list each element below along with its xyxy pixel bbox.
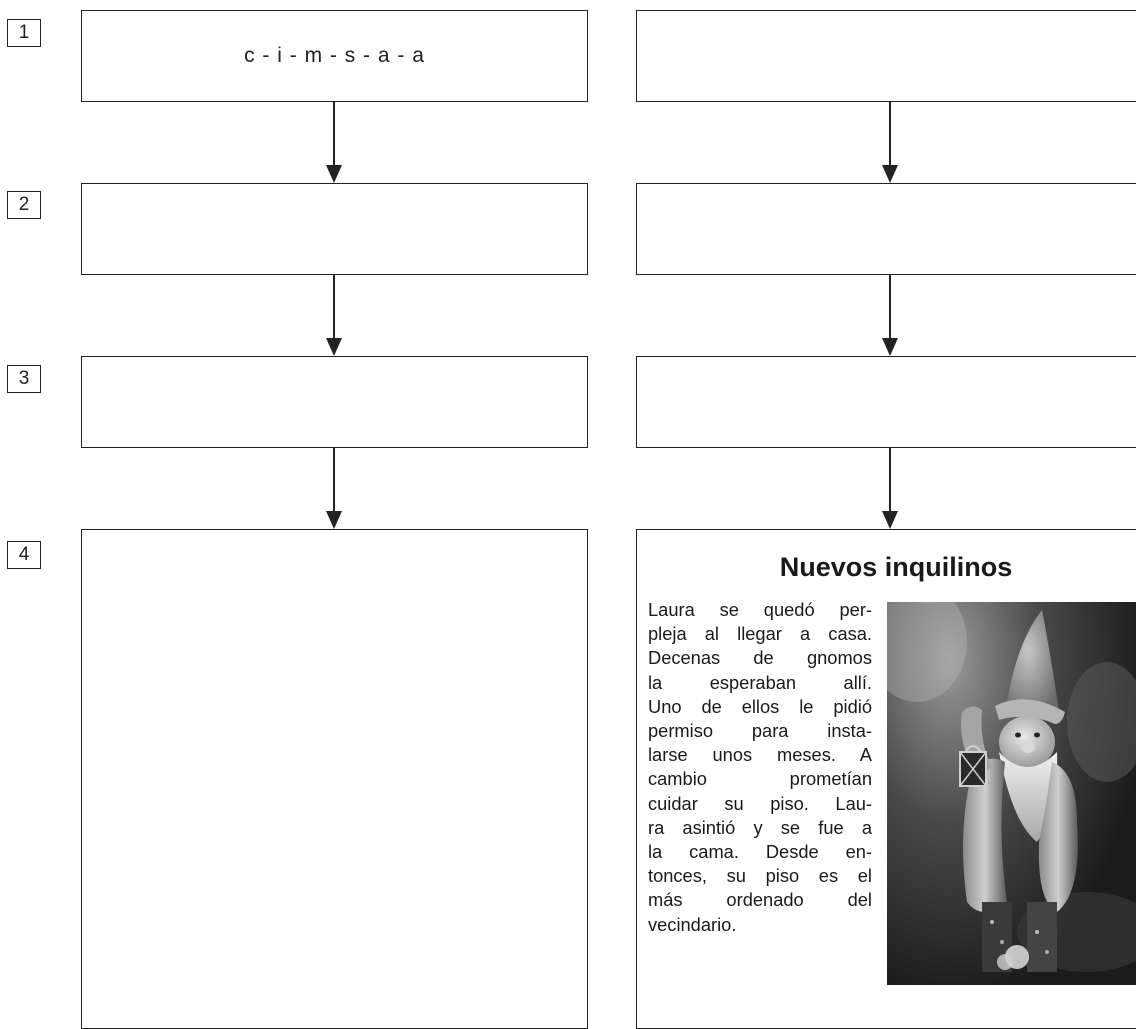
right-box-3[interactable] (636, 356, 1136, 448)
left-box-4[interactable] (81, 529, 588, 1029)
left-box-1[interactable]: c - i - m - s - a - a (81, 10, 588, 102)
story-line: ra asintió y se fue a (648, 816, 872, 838)
step-number-4: 4 (7, 541, 41, 569)
story-line: Decenas de gnomos (648, 647, 872, 669)
story-line: pleja al llegar a casa. (648, 623, 872, 645)
arrow-down-icon (880, 275, 900, 356)
left-box-2[interactable] (81, 183, 588, 275)
story-line: la cama. Desde en- (648, 841, 872, 863)
left-box-3[interactable] (81, 356, 588, 448)
letters-sequence: c - i - m - s - a - a (244, 44, 425, 67)
right-box-2[interactable] (636, 183, 1136, 275)
story-line: Uno de ellos le pidió (648, 695, 872, 717)
right-box-1[interactable] (636, 10, 1136, 102)
story-line: permiso para insta- (648, 720, 872, 742)
story-title: Nuevos inquilinos (779, 552, 1013, 582)
arrow-down-icon (880, 102, 900, 183)
arrow-down-icon (880, 448, 900, 529)
garden-gnome-photo (887, 602, 1136, 985)
step-number-1: 1 (7, 19, 41, 47)
story-line: más ordenado del (648, 889, 872, 911)
story-line: larse unos meses. A (648, 744, 872, 766)
story-line: tonces, su piso es el (648, 865, 872, 887)
story-line: cambio prometían (648, 768, 872, 790)
arrow-down-icon (324, 275, 344, 356)
arrow-down-icon (324, 448, 344, 529)
story-line: Laura se quedó per- (648, 599, 872, 620)
story-line: la esperaban allí. (648, 671, 872, 693)
story-line: vecindario. (648, 913, 737, 935)
step-number-3: 3 (7, 365, 41, 393)
story-line: cuidar su piso. Lau- (648, 792, 872, 814)
arrow-down-icon (324, 102, 344, 183)
story-text: Laura se quedó per- pleja al llegar a ca… (648, 598, 872, 937)
step-number-2: 2 (7, 191, 41, 219)
gnome-icon (887, 602, 1136, 972)
